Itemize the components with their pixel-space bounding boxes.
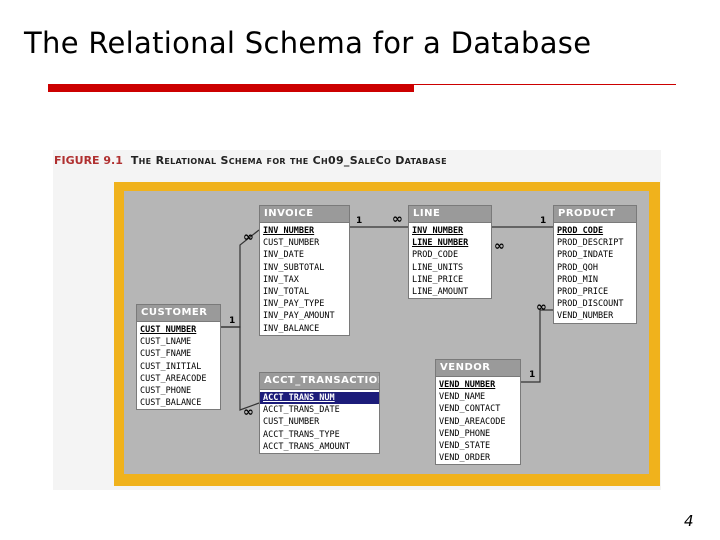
field-row[interactable]: INV_NUMBER	[263, 226, 315, 236]
field-row[interactable]: INV_TAX	[263, 274, 299, 285]
field-row[interactable]: CUST_PHONE	[140, 385, 192, 396]
field-row[interactable]: CUST_LNAME	[140, 337, 192, 348]
field-row[interactable]: INV_SUBTOTAL	[263, 262, 325, 273]
field-row[interactable]: LINE_UNITS	[412, 262, 464, 273]
field-row[interactable]: CUST_AREACODE	[140, 373, 207, 384]
title-underline-accent	[48, 84, 414, 92]
table-customer-header[interactable]: CUSTOMER	[137, 305, 220, 322]
field-row[interactable]: PROD_MIN	[557, 274, 598, 285]
figure-number: FIGURE 9.1	[54, 154, 123, 167]
table-product-header[interactable]: PRODUCT	[554, 206, 636, 223]
card-invoice-one: 1	[356, 216, 363, 226]
field-row[interactable]: VEND_STATE	[439, 440, 491, 451]
field-row[interactable]: PROD_QOH	[557, 262, 598, 273]
figure-caption-text: The Relational Schema for the Ch09_SaleC…	[130, 154, 447, 167]
field-row[interactable]: CUST_BALANCE	[140, 398, 202, 409]
card-line-many-2: ∞	[494, 239, 505, 254]
rel-customer-acct	[221, 326, 260, 411]
field-row[interactable]: INV_TOTAL	[263, 286, 310, 297]
field-row[interactable]: INV_BALANCE	[263, 323, 320, 334]
field-row[interactable]: PROD_DESCRIPT	[557, 238, 624, 249]
field-row[interactable]: VEND_PHONE	[439, 428, 491, 439]
field-row[interactable]: INV_NUMBER	[412, 226, 464, 236]
table-invoice[interactable]: INVOICE INV_NUMBER CUST_NUMBER INV_DATE …	[259, 205, 350, 336]
card-invoice-many: ∞	[243, 230, 254, 245]
card-product-one: 1	[540, 216, 547, 226]
table-acct-transaction-header[interactable]: ACCT_TRANSACTION	[260, 373, 379, 390]
table-line[interactable]: LINE INV_NUMBER LINE_NUMBER PROD_CODE LI…	[408, 205, 492, 300]
table-vendor[interactable]: VENDOR VEND_NUMBER VEND_NAME VEND_CONTAC…	[435, 359, 521, 466]
field-row[interactable]: ACCT_TRANS_TYPE	[263, 429, 340, 440]
card-product-many: ∞	[536, 300, 547, 315]
field-row[interactable]: VEND_NAME	[439, 392, 486, 403]
table-acct-transaction[interactable]: ACCT_TRANSACTION ACCT_TRANS_NUM ACCT_TRA…	[259, 372, 380, 454]
field-row[interactable]: LINE_AMOUNT	[412, 286, 469, 297]
field-row[interactable]: VEND_AREACODE	[439, 416, 506, 427]
field-row[interactable]: PROD_PRICE	[557, 286, 609, 297]
field-row[interactable]: INV_DATE	[263, 250, 304, 261]
figure-caption: FIGURE 9.1 The Relational Schema for the …	[54, 154, 447, 167]
table-customer[interactable]: CUSTOMER CUST_NUMBER CUST_LNAME CUST_FNA…	[136, 304, 221, 411]
field-row[interactable]: LINE_PRICE	[412, 274, 464, 285]
field-row-selected[interactable]: ACCT_TRANS_NUM	[260, 392, 379, 405]
card-customer-one: 1	[229, 316, 236, 326]
field-row[interactable]: CUST_NUMBER	[140, 325, 197, 335]
field-row[interactable]: PROD_DISCOUNT	[557, 299, 624, 310]
title-underline-rule	[414, 84, 676, 85]
field-row[interactable]: VEND_CONTACT	[439, 404, 501, 415]
field-row[interactable]: CUST_FNAME	[140, 349, 192, 360]
field-row[interactable]: CUST_NUMBER	[263, 417, 320, 428]
table-invoice-header[interactable]: INVOICE	[260, 206, 349, 223]
field-row[interactable]: INV_PAY_TYPE	[263, 299, 325, 310]
table-line-header[interactable]: LINE	[409, 206, 491, 223]
field-row[interactable]: VEND_ORDER	[439, 453, 491, 464]
field-row[interactable]: PROD_CODE	[412, 250, 459, 261]
field-row[interactable]: PROD_INDATE	[557, 250, 614, 261]
field-row[interactable]: ACCT_TRANS_DATE	[263, 405, 340, 416]
card-acct-many: ∞	[243, 405, 254, 420]
table-vendor-header[interactable]: VENDOR	[436, 360, 520, 377]
field-row[interactable]: INV_PAY_AMOUNT	[263, 311, 335, 322]
field-row[interactable]: PROD_CODE	[557, 226, 604, 236]
rel-vendor-product	[521, 309, 553, 383]
field-row[interactable]: CUST_NUMBER	[263, 238, 320, 249]
page-number: 4	[684, 512, 694, 530]
slide-title: The Relational Schema for a Database	[24, 26, 592, 60]
field-row[interactable]: VEND_NUMBER	[439, 380, 496, 390]
field-row[interactable]: LINE_NUMBER	[412, 238, 469, 249]
table-product[interactable]: PRODUCT PROD_CODE PROD_DESCRIPT PROD_IND…	[553, 205, 637, 324]
card-vendor-one: 1	[529, 370, 536, 380]
field-row[interactable]: VEND_NUMBER	[557, 311, 614, 322]
field-row[interactable]: CUST_INITIAL	[140, 361, 202, 372]
field-row[interactable]: ACCT_TRANS_AMOUNT	[263, 441, 350, 452]
card-line-many: ∞	[392, 212, 403, 227]
